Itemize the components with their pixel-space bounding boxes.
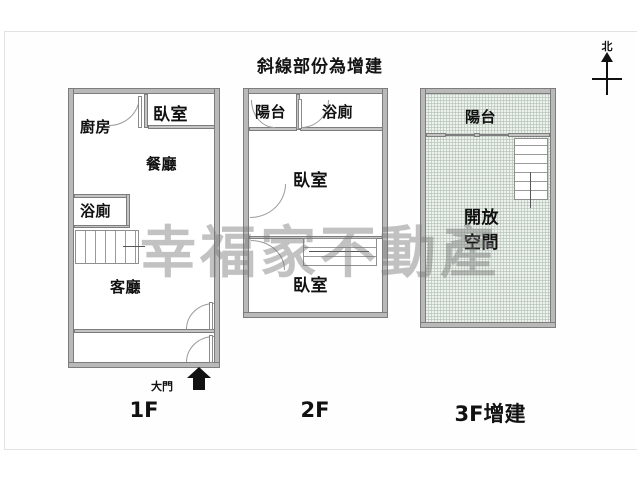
3f-wall-top <box>420 88 556 94</box>
2f-door-bedroom-front-swing <box>250 184 286 218</box>
1f-partition-front <box>74 329 215 333</box>
2f-room-label-bedroom-front: 臥室 <box>293 171 328 191</box>
north-compass-icon: 北 <box>590 38 624 96</box>
north-label: 北 <box>601 40 613 53</box>
1f-room-label-kitchen: 廚房 <box>80 118 112 136</box>
1f-door-kitchen-swing <box>109 96 140 126</box>
2f-door-bathroom <box>301 100 329 128</box>
3f-balcony-opening-2 <box>480 134 508 136</box>
1f-room-label-living: 客廳 <box>110 278 142 296</box>
2f-room-label-bathroom: 浴廁 <box>322 103 354 121</box>
2f-door-bedroom-rear-swing <box>251 240 285 270</box>
floor-label-1f: 1F <box>129 398 159 422</box>
2f-wall-top <box>243 88 388 94</box>
1f-door-kitchen-leaf <box>138 96 142 128</box>
2f-wall-left <box>243 88 249 318</box>
floor-label-2f: 2F <box>300 398 330 422</box>
3f-partition-balcony-seg3 <box>508 133 550 137</box>
compass-shaft <box>606 58 608 95</box>
3f-addition-hatched-area <box>425 93 551 323</box>
2f-room-label-balcony: 陽台 <box>255 103 287 121</box>
floor-label-3f: 3F增建 <box>454 402 526 426</box>
compass-crossbar <box>592 78 622 80</box>
3f-balcony-opening-1 <box>446 134 474 136</box>
1f-wall-bottom <box>68 362 220 368</box>
3f-partition-balcony-seg2 <box>474 133 480 137</box>
2f-stair-direction-arrow <box>309 251 369 252</box>
1f-room-label-bedroom: 臥室 <box>153 105 188 125</box>
2f-staircase <box>303 238 377 266</box>
entrance-label: 大門 <box>151 380 173 393</box>
addition-note-caption: 斜線部份為增建 <box>257 57 383 77</box>
2f-wall-right <box>382 88 388 318</box>
3f-wall-bottom <box>420 322 556 328</box>
1f-partition-bath-top <box>74 194 130 198</box>
1f-door-entrance <box>186 336 214 362</box>
3f-room-label-open-space-line1: 開放 <box>464 208 499 228</box>
1f-door-kitchen <box>109 96 140 126</box>
entrance-arrow-stem <box>193 376 205 390</box>
1f-partition-bath-right <box>126 194 130 228</box>
1f-stair-direction-arrow <box>123 246 145 247</box>
2f-partition-bath-bottom <box>300 127 383 131</box>
2f-door-bathroom-leaf <box>298 99 302 129</box>
floor-plan-2f: 陽台 浴廁 臥室 臥室 <box>243 88 388 318</box>
2f-door-bedroom-rear <box>251 240 285 270</box>
1f-wall-left <box>68 88 74 368</box>
1f-partition-kitchen-bedroom <box>144 94 148 128</box>
3f-wall-right <box>550 88 556 328</box>
3f-room-label-open-space-line2: 空間 <box>464 233 499 253</box>
entrance-arrow-tip <box>187 367 211 378</box>
2f-door-bedroom-front <box>250 184 286 218</box>
1f-staircase <box>75 230 139 264</box>
1f-door-right-upper-leaf <box>209 302 213 330</box>
1f-door-right-upper <box>186 303 214 329</box>
entrance-arrow-icon <box>187 367 211 391</box>
1f-room-label-bathroom: 浴廁 <box>80 202 112 220</box>
compass-arrow-head <box>601 52 613 62</box>
floor-plan-3f: 陽台 開放 空間 <box>420 88 556 328</box>
2f-wall-bottom <box>243 312 388 318</box>
1f-partition-bath-bottom <box>74 225 130 228</box>
2f-room-label-bedroom-rear: 臥室 <box>293 276 328 296</box>
3f-wall-left <box>420 88 426 328</box>
1f-room-label-dining: 餐廳 <box>146 155 178 173</box>
3f-room-label-balcony: 陽台 <box>465 108 497 126</box>
1f-wall-right <box>214 88 220 368</box>
1f-partition-bedroom-bottom <box>148 125 215 129</box>
floor-plan-1f: 廚房 臥室 餐廳 浴廁 客廳 <box>68 88 220 368</box>
1f-door-entrance-leaf <box>209 335 213 363</box>
3f-partition-balcony-seg1 <box>426 133 446 137</box>
3f-staircase <box>514 138 548 200</box>
3f-stair-direction-arrow <box>530 172 531 208</box>
2f-door-balcony <box>251 100 275 128</box>
